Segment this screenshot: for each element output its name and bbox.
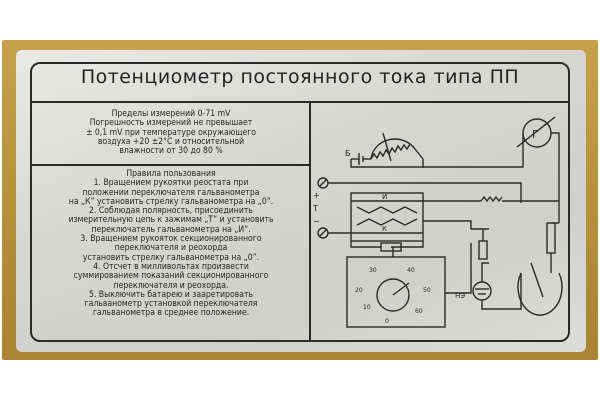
usage-line: 4. Отсчет в милливольтах произвести (93, 261, 249, 272)
usage-rules-block: Правила пользования 1. Вращением рукоятк… (36, 169, 306, 319)
circuit-schematic: Г Б + Т − И К НЭ 0 10 20 30 40 50 60 (312, 116, 563, 328)
dial-tick-40: 40 (407, 267, 415, 274)
page-title: Потенциометр постоянного тока типа ПП (80, 66, 520, 88)
usage-heading: Правила пользования (126, 169, 216, 179)
battery-label: Б (345, 149, 351, 158)
title-divider (30, 101, 570, 103)
usage-line: измерительную цепь к зажимам „Т” и устан… (68, 215, 274, 226)
specifications-block: Пределы измерений 0-71 mV Погрешность из… (36, 109, 306, 157)
dial-tick-30: 30 (369, 267, 377, 274)
plus-label: + (313, 191, 320, 200)
spec-line: Погрешность измерений не превышает (89, 118, 253, 129)
usage-line: на „К” установить стрелку гальванометра … (68, 196, 274, 207)
switch-k-label: К (382, 225, 387, 233)
coil-wiper (530, 262, 544, 298)
dial-tick-0: 0 (385, 318, 389, 325)
normal-cell-circle (472, 281, 492, 301)
reochord-pointer (392, 282, 410, 296)
dial-tick-50: 50 (423, 287, 431, 294)
usage-line: установить стрелку гальванометра на „0”. (82, 252, 260, 263)
normal-cell-label: НЭ (455, 292, 465, 300)
usage-line: гальванометра в среднее положение. (92, 308, 250, 319)
galvanometer-switch-box (350, 192, 424, 242)
coil-arc (517, 272, 563, 316)
usage-line: 2. Соблюдая полярность, присоединить (89, 206, 253, 217)
nameplate-panel (16, 50, 586, 352)
specs-divider (32, 164, 309, 166)
minus-label: − (313, 217, 320, 226)
usage-line: гальванометр установкой переключателя (84, 299, 258, 310)
rheostat-wiper (382, 132, 392, 162)
reference-resistor (478, 240, 488, 260)
terminal-t-label: Т (312, 204, 318, 213)
switch-i-label: И (382, 193, 387, 201)
usage-line: переключателя и реохорда. (113, 280, 229, 291)
dial-tick-20: 20 (355, 287, 363, 294)
dial-tick-10: 10 (363, 304, 371, 311)
small-resistor (480, 195, 503, 203)
rheostat-arc (370, 138, 416, 160)
coil-resistor (546, 222, 556, 254)
dial-tick-60: 60 (415, 308, 423, 315)
spec-line: влажности от 30 до 80 % (119, 146, 223, 157)
usage-line: переключатель гальванометра на „И”. (91, 224, 251, 235)
reochord-dial (376, 278, 410, 312)
reochord-frame (346, 256, 446, 328)
galvanometer-label: Г (532, 128, 539, 141)
column-divider (309, 102, 311, 340)
rheostat-resistor (370, 143, 411, 160)
spec-line: Пределы измерений 0-71 mV (111, 109, 231, 119)
spec-line: ± 0,1 mV при температуре окружающего (85, 127, 257, 138)
usage-line: переключателя и реохорда (114, 243, 228, 254)
usage-line: 5. Выключить батарею и зааретировать (88, 289, 254, 300)
nameplate-frame (30, 62, 570, 342)
spec-line: воздуха +20 ±2°С и относительной (97, 136, 245, 147)
usage-line: 3. Вращением рукояток секционированного (80, 234, 262, 245)
usage-line: положении переключателя гальванометра (82, 187, 260, 198)
usage-line: суммированием показаний секционированног… (73, 271, 269, 282)
usage-line: 1. Вращением рукоятки реостата при (93, 178, 249, 189)
